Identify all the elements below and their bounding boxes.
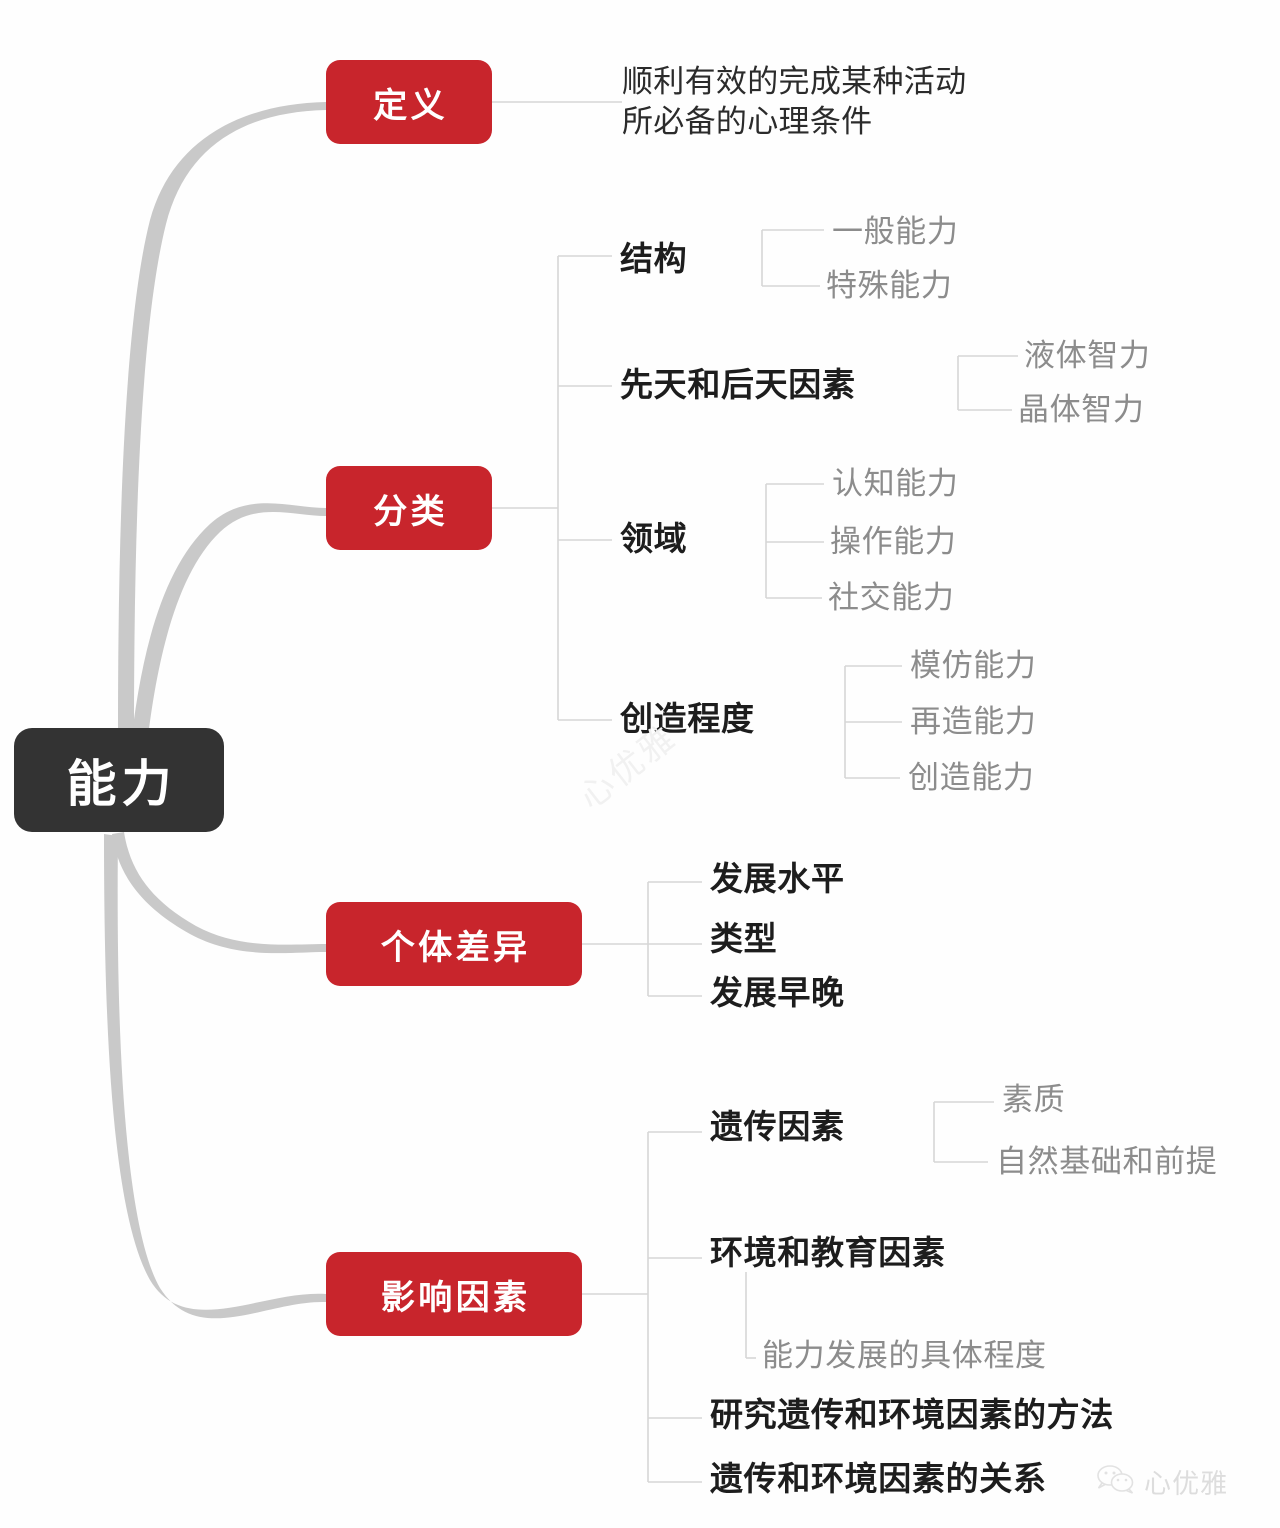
individual-connectors xyxy=(582,881,702,997)
domain-connectors xyxy=(765,483,824,599)
heredity-connectors xyxy=(933,1101,994,1163)
creativity-connectors xyxy=(844,665,902,779)
node-fluid-intelligence[interactable]: 液体智力 xyxy=(1024,338,1151,373)
node-research-methods[interactable]: 研究遗传和环境因素的方法 xyxy=(710,1398,1114,1434)
node-development-timing[interactable]: 发展早晚 xyxy=(710,976,845,1012)
trunk-to-classification xyxy=(130,503,326,754)
innate-acquired-connectors xyxy=(957,355,1018,411)
watermark: 心优雅 xyxy=(1096,1462,1228,1501)
definition-description: 顺利有效的完成某种活动所必备的心理条件 xyxy=(622,64,967,139)
node-specific-degree-of-ability-development[interactable]: 能力发展的具体程度 xyxy=(762,1338,1047,1373)
node-imitation-ability[interactable]: 模仿能力 xyxy=(910,648,1037,683)
node-environment-and-education-factors[interactable]: 环境和教育因素 xyxy=(710,1236,946,1272)
environment-connectors xyxy=(745,1272,756,1359)
node-special-ability[interactable]: 特殊能力 xyxy=(826,268,953,303)
node-crystallized-intelligence[interactable]: 晶体智力 xyxy=(1018,392,1145,427)
node-creative-ability[interactable]: 创造能力 xyxy=(908,760,1035,795)
wechat-icon xyxy=(1096,1463,1136,1500)
node-type[interactable]: 类型 xyxy=(710,922,778,958)
node-natural-basis-and-premise[interactable]: 自然基础和前提 xyxy=(996,1144,1218,1179)
node-quality[interactable]: 素质 xyxy=(1002,1082,1066,1117)
branch-node-influencing-factors-label: 影响因素 xyxy=(380,1279,531,1317)
root-node[interactable]: 能力 xyxy=(14,728,224,832)
classification-connectors xyxy=(492,255,612,721)
node-heredity-environment-relationship[interactable]: 遗传和环境因素的关系 xyxy=(710,1462,1047,1498)
node-operational-ability[interactable]: 操作能力 xyxy=(830,524,957,559)
branch-node-definition-label: 定义 xyxy=(373,87,449,125)
node-general-ability[interactable]: 一般能力 xyxy=(832,214,959,249)
trunk-group xyxy=(104,102,326,1319)
node-hereditary-factors[interactable]: 遗传因素 xyxy=(710,1110,845,1146)
node-structure[interactable]: 结构 xyxy=(620,242,688,278)
node-development-level[interactable]: 发展水平 xyxy=(710,862,845,898)
branch-node-classification-label: 分类 xyxy=(373,493,449,531)
node-innate-and-acquired-factors[interactable]: 先天和后天因素 xyxy=(620,368,856,404)
trunk-to-definition xyxy=(118,102,326,737)
trunk-to-influencing xyxy=(104,834,326,1319)
node-domain[interactable]: 领域 xyxy=(620,522,688,558)
branch-node-individual-differences[interactable]: 个体差异 xyxy=(326,902,582,986)
node-creativity-level[interactable]: 创造程度 xyxy=(620,702,755,738)
branch-node-individual-differences-label: 个体差异 xyxy=(380,929,531,967)
watermark-text: 心优雅 xyxy=(1144,1469,1229,1499)
node-social-ability[interactable]: 社交能力 xyxy=(828,580,955,615)
node-reproductive-ability[interactable]: 再造能力 xyxy=(910,704,1037,739)
branch-node-definition[interactable]: 定义 xyxy=(326,60,492,144)
root-node-label: 能力 xyxy=(66,756,177,812)
structure-connectors xyxy=(761,229,824,287)
node-cognitive-ability[interactable]: 认知能力 xyxy=(832,466,959,501)
branch-node-classification[interactable]: 分类 xyxy=(326,466,492,550)
trunk-to-individual xyxy=(112,832,326,954)
influencing-connectors xyxy=(582,1131,702,1483)
branch-node-influencing-factors[interactable]: 影响因素 xyxy=(326,1252,582,1336)
